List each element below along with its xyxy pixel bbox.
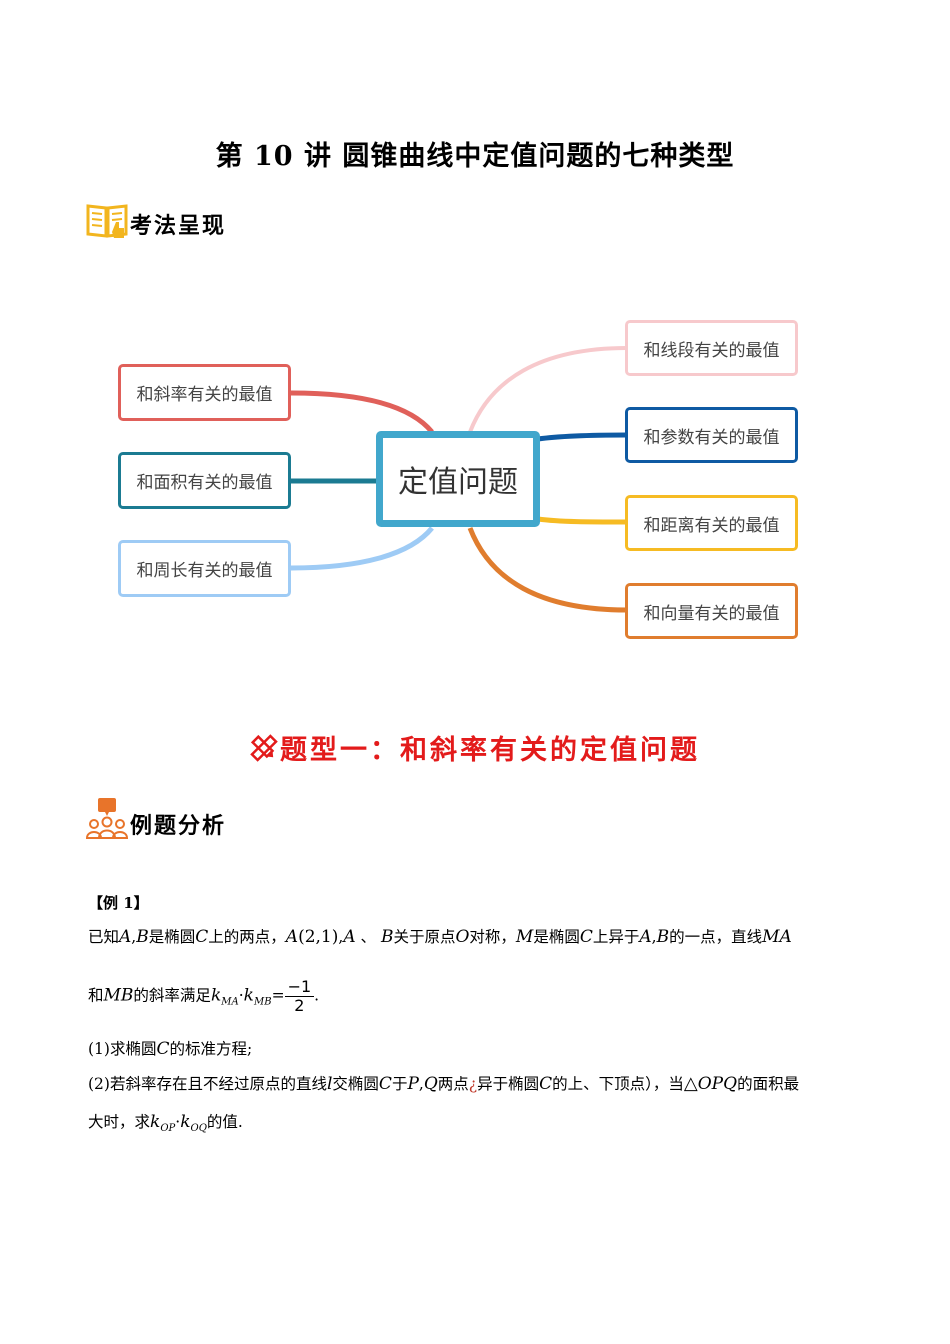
section-header-example-analysis: 例题分析 <box>85 798 227 840</box>
mindmap-node-distance: 和距离有关的最值 <box>625 495 798 551</box>
mindmap-node-slope: 和斜率有关的最值 <box>118 364 291 421</box>
mindmap-node-parameter: 和参数有关的最值 <box>625 407 798 463</box>
mindmap-node-area: 和面积有关的最值 <box>118 452 291 509</box>
mindmap-node-vector: 和向量有关的最值 <box>625 583 798 639</box>
section-header-exam-methods: 考法呈现 <box>86 200 226 240</box>
question-type-heading: 题型一：和斜率有关的定值问题 <box>0 728 950 767</box>
example-label: 【例 1】 <box>88 894 149 912</box>
pencil-ruler-icon <box>250 733 278 762</box>
example-line-1: 已知A,B是椭圆C上的两点，A(2,1),A 、 B关于原点O对称，M是椭圆C上… <box>88 927 792 947</box>
open-book-icon <box>86 200 128 240</box>
question-1: (1)求椭圆C的标准方程; <box>88 1039 253 1059</box>
mindmap-node-segment: 和线段有关的最值 <box>625 320 798 376</box>
section-label: 考法呈现 <box>130 213 227 239</box>
group-discussion-icon <box>85 798 129 840</box>
question-2: (2)若斜率存在且不经过原点的直线l交椭圆C于P,Q两点¿异于椭圆C的上、下顶点… <box>88 1073 800 1094</box>
question-2-continued: 大时，求kOP·kOQ的值. <box>88 1112 243 1135</box>
mindmap-node-perimeter: 和周长有关的最值 <box>118 540 291 597</box>
question-type-label: 题型一：和斜率有关的定值问题 <box>280 735 700 766</box>
mindmap-center-node: 定值问题 <box>376 431 540 527</box>
mindmap-connectors <box>290 346 628 613</box>
page-title: 第 10 讲 圆锥曲线中定值问题的七种类型 <box>215 141 735 172</box>
section-label: 例题分析 <box>130 813 227 839</box>
